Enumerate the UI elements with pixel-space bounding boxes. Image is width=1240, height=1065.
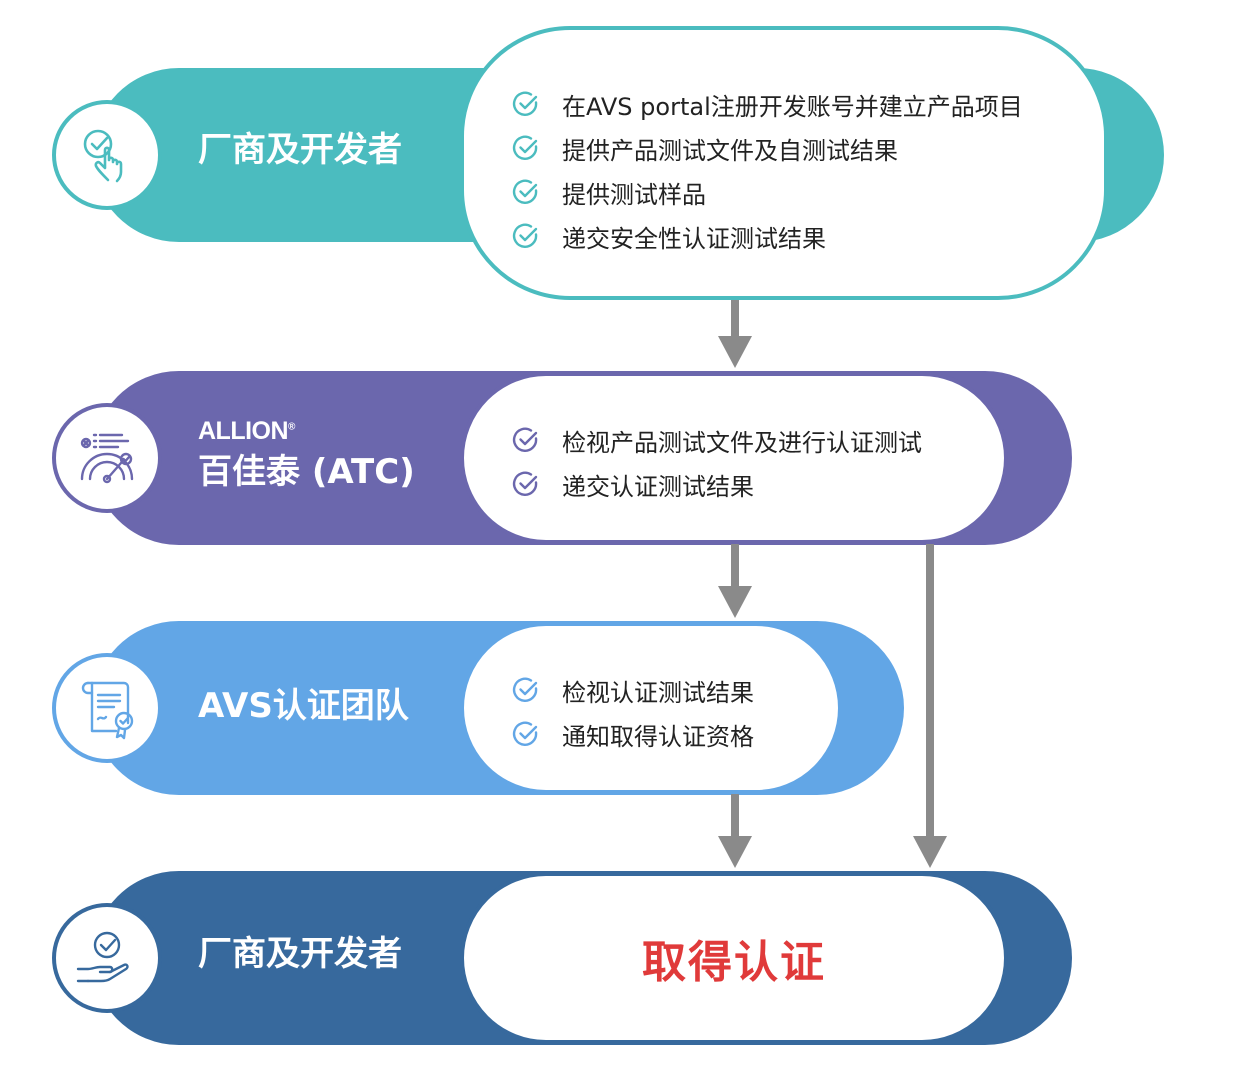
check-circle-icon — [512, 721, 538, 746]
stage-3-checklist: 检视认证测试结果 通知取得认证资格 — [512, 668, 754, 756]
checklist-item: 递交安全性认证测试结果 — [512, 214, 1023, 258]
checklist-item-text: 递交安全性认证测试结果 — [562, 224, 826, 253]
checklist-item: 通知取得认证资格 — [512, 712, 754, 756]
test-gauge-icon — [80, 433, 134, 484]
check-circle-icon — [512, 427, 538, 452]
hand-holding-check-icon — [76, 931, 129, 983]
arrow-stage3-to-stage4 — [718, 794, 752, 868]
registered-mark: ® — [288, 421, 295, 433]
arrow-stage1-to-stage2 — [718, 300, 752, 368]
check-circle-icon — [512, 91, 538, 116]
checklist-item-text: 递交认证测试结果 — [562, 472, 754, 501]
checklist-item-text: 在AVS portal注册开发账号并建立产品项目 — [562, 92, 1023, 121]
stage-1-actor: 厂商及开发者 — [198, 130, 402, 170]
stage-1-checklist: 在AVS portal注册开发账号并建立产品项目 提供产品测试文件及自测试结果 … — [512, 82, 1023, 258]
checklist-item-text: 提供产品测试文件及自测试结果 — [562, 136, 898, 165]
check-circle-icon — [512, 179, 538, 204]
allion-logo-text: ALLION — [198, 417, 289, 445]
certification-result: 取得认证 — [642, 937, 826, 988]
stage-4-card: 取得认证 — [460, 872, 1008, 1044]
checklist-item: 提供产品测试文件及自测试结果 — [512, 126, 1023, 170]
check-circle-icon — [512, 223, 538, 248]
check-circle-icon — [512, 471, 538, 496]
stage-3-actor: AVS认证团队 — [198, 686, 409, 726]
checklist-item: 递交认证测试结果 — [512, 462, 922, 506]
stage-2-actor: 百佳泰 (ATC) — [198, 452, 415, 492]
stage-1-card: 在AVS portal注册开发账号并建立产品项目 提供产品测试文件及自测试结果 … — [460, 26, 1108, 300]
stage-2-icon-badge — [52, 403, 162, 513]
checklist-item: 提供测试样品 — [512, 170, 1023, 214]
arrow-stage2-to-stage3 — [718, 544, 752, 618]
check-circle-icon — [512, 135, 538, 160]
checklist-item: 检视产品测试文件及进行认证测试 — [512, 418, 922, 462]
certificate-scroll-icon — [81, 681, 134, 740]
stage-4-icon-badge — [52, 903, 162, 1013]
stage-1-icon-badge — [52, 100, 162, 210]
stage-2-card: 检视产品测试文件及进行认证测试 递交认证测试结果 — [460, 372, 1008, 544]
checklist-item: 检视认证测试结果 — [512, 668, 754, 712]
check-circle-icon — [512, 677, 538, 702]
arrow-stage2-to-stage4 — [913, 544, 947, 868]
checklist-item-text: 提供测试样品 — [562, 180, 706, 209]
stage-3-icon-badge — [52, 653, 162, 763]
stage-3-card: 检视认证测试结果 通知取得认证资格 — [460, 622, 842, 794]
allion-logo: ALLION® — [198, 417, 295, 446]
checklist-item-text: 检视产品测试文件及进行认证测试 — [562, 428, 922, 457]
checklist-item: 在AVS portal注册开发账号并建立产品项目 — [512, 82, 1023, 126]
checklist-item-text: 通知取得认证资格 — [562, 722, 754, 751]
hand-tap-check-icon — [83, 129, 123, 183]
checklist-item-text: 检视认证测试结果 — [562, 678, 754, 707]
stage-4-actor: 厂商及开发者 — [198, 934, 402, 974]
stage-2-checklist: 检视产品测试文件及进行认证测试 递交认证测试结果 — [512, 418, 922, 506]
